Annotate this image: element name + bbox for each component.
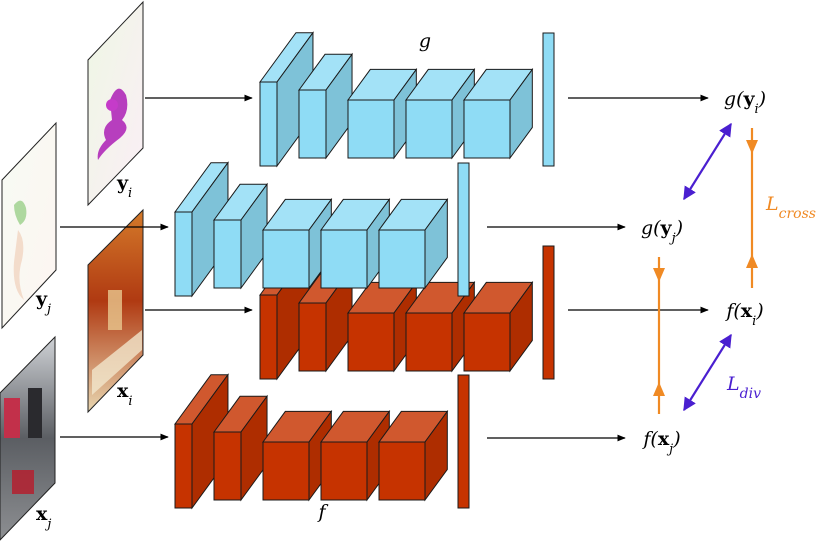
- network-g-branch-i: [259, 31, 555, 168]
- loss-label-cross: Lcross: [765, 193, 816, 222]
- embedding-bar: [542, 32, 555, 167]
- conv-layer: [463, 67, 534, 160]
- conv-layer: [213, 182, 269, 290]
- input-image-y-j: [1, 121, 57, 330]
- conv-layer: [213, 394, 269, 502]
- input-label-x-j: xj: [36, 503, 51, 532]
- conv-layer: [262, 197, 333, 290]
- output-label-g-yi: g(yi): [724, 88, 766, 117]
- input-label-y-i: yi: [116, 172, 132, 201]
- network-label-g: g: [419, 30, 431, 52]
- conv-layer: [259, 31, 314, 168]
- conv-layer: [174, 161, 229, 298]
- output-label-f-xi: f(xi): [724, 300, 763, 329]
- cross-loss-arrow-right: [746, 128, 758, 288]
- input-image-x-j: [0, 335, 56, 541]
- conv-layer: [347, 280, 418, 373]
- input-image-y-i: [87, 0, 144, 207]
- output-label-f-xj: f(xj): [641, 428, 680, 457]
- conv-layer: [378, 409, 449, 502]
- network-f-branch-j: [174, 373, 470, 510]
- conv-layer: [405, 280, 476, 373]
- conv-layer: [405, 67, 476, 160]
- div-loss-arrow-bottom: [683, 333, 732, 412]
- loss-label-div: Ldiv: [726, 373, 761, 402]
- conv-layer: [347, 67, 418, 160]
- conv-layer: [298, 52, 354, 160]
- embedding-bar: [457, 374, 470, 509]
- conv-layer: [463, 280, 534, 373]
- network-label-f: f: [316, 501, 328, 523]
- input-image-x-i: [87, 208, 144, 414]
- input-label-y-j: yj: [35, 288, 51, 317]
- embedding-bar: [542, 245, 555, 380]
- embedding-bar: [457, 162, 470, 297]
- conv-layer: [262, 409, 333, 502]
- conv-layer: [174, 373, 229, 510]
- cross-loss-arrow-left: [653, 257, 665, 414]
- network-g-branch-j: [174, 161, 470, 298]
- input-label-x-i: xi: [117, 380, 132, 409]
- conv-layer: [378, 197, 449, 290]
- div-loss-arrow-top: [683, 122, 732, 201]
- conv-layer: [320, 409, 391, 502]
- output-label-g-yj: g(yj): [641, 217, 683, 246]
